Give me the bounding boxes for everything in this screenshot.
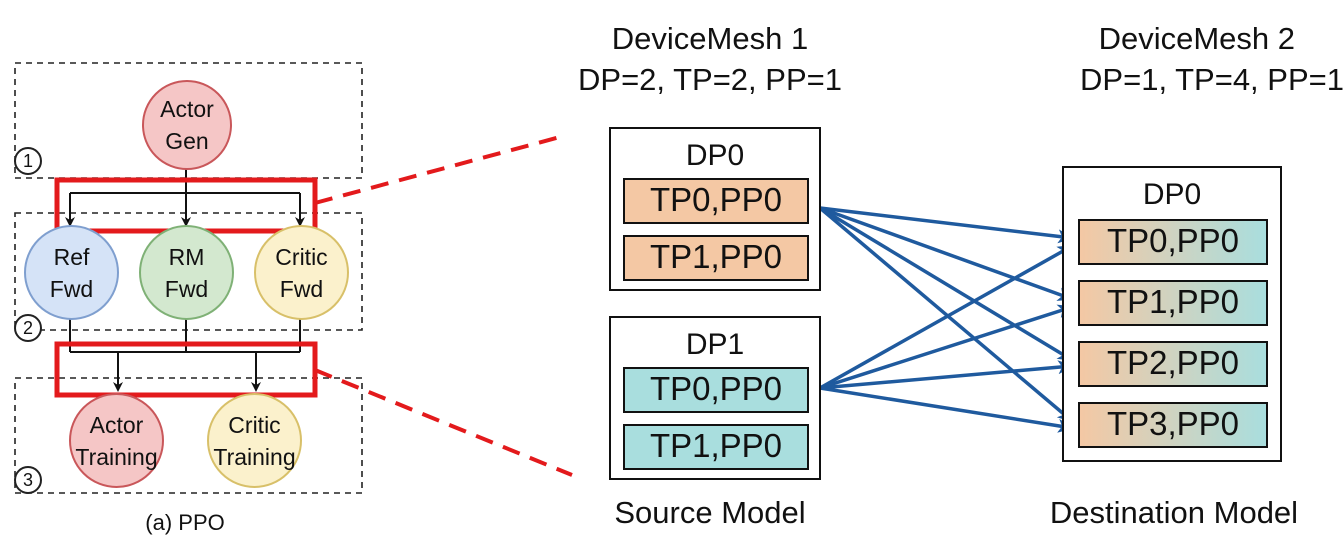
destination-mesh-title: DeviceMesh 2 DP=1, TP=4, PP=1	[1000, 20, 1344, 99]
dp-label: DP0	[685, 139, 745, 172]
stage-number-3: 3	[14, 466, 42, 494]
source-dp0-group: DP0 TP0,PP0 TP1,PP0	[609, 127, 821, 291]
arrow-dp0-to-tp1	[819, 206, 1074, 301]
node-label: Actor	[89, 411, 144, 438]
shard-cell: TP1,PP0	[623, 424, 809, 470]
mesh-config: DP=2, TP=2, PP=1	[578, 62, 842, 97]
destination-dp0-group: DP0 TP0,PP0 TP1,PP0 TP2,PP0 TP3,PP0	[1062, 166, 1282, 462]
stage-2-box	[14, 212, 363, 331]
transfer-arrows	[818, 206, 1074, 433]
node-label: Training	[213, 443, 296, 470]
shard-cell: TP0,PP0	[1078, 219, 1268, 265]
fwd-to-training-edges	[69, 318, 301, 392]
zoom-line-top	[314, 135, 561, 205]
destination-model-label: Destination Model	[1049, 495, 1299, 530]
mesh-name: DeviceMesh 2	[1098, 21, 1295, 56]
source-dp1-group: DP1 TP0,PP0 TP1,PP0	[609, 316, 821, 480]
arrow-dp0-to-tp3	[818, 206, 1074, 423]
gen-to-fwd-edges	[65, 168, 305, 227]
shard-cell: TP1,PP0	[1078, 280, 1268, 326]
shard-cell: TP0,PP0	[623, 178, 809, 224]
node-label: Fwd	[164, 275, 209, 302]
arrow-dp1-to-tp3	[819, 386, 1074, 433]
shard-cell: TP0,PP0	[623, 367, 809, 413]
node-label: Critic	[228, 411, 281, 438]
dp-label: DP0	[1142, 178, 1202, 211]
mesh-name: DeviceMesh 1	[611, 21, 809, 56]
zoom-line-bottom	[314, 368, 573, 477]
arrow-dp1-to-tp1	[819, 304, 1074, 390]
dp-label: DP1	[685, 328, 745, 361]
arrow-dp0-to-tp0	[819, 206, 1074, 244]
stage-number-2: 2	[14, 314, 42, 342]
node-label: Critic	[275, 243, 328, 270]
arrow-dp1-to-tp0	[819, 244, 1074, 390]
node-label: Ref	[53, 243, 90, 270]
node-label: Training	[75, 443, 158, 470]
ppo-caption: (a) PPO	[145, 510, 225, 535]
shard-cell: TP1,PP0	[623, 235, 809, 281]
node-label: Fwd	[279, 275, 324, 302]
node-label: Actor	[160, 96, 214, 122]
stage-number-1: 1	[14, 147, 42, 175]
mesh-config: DP=1, TP=4, PP=1	[1080, 62, 1344, 97]
arrow-dp1-to-tp2	[819, 360, 1074, 390]
node-label: RM	[168, 243, 205, 270]
shard-cell: TP3,PP0	[1078, 402, 1268, 448]
source-mesh-title: DeviceMesh 1 DP=2, TP=2, PP=1	[540, 20, 880, 99]
highlight-box-bottom	[54, 341, 318, 398]
source-model-label: Source Model	[614, 495, 806, 530]
rm-fwd-node: RM Fwd	[139, 225, 234, 320]
node-label: Gen	[165, 128, 209, 154]
arrow-dp0-to-tp2	[819, 206, 1074, 362]
shard-cell: TP2,PP0	[1078, 341, 1268, 387]
node-label: Fwd	[49, 275, 94, 302]
